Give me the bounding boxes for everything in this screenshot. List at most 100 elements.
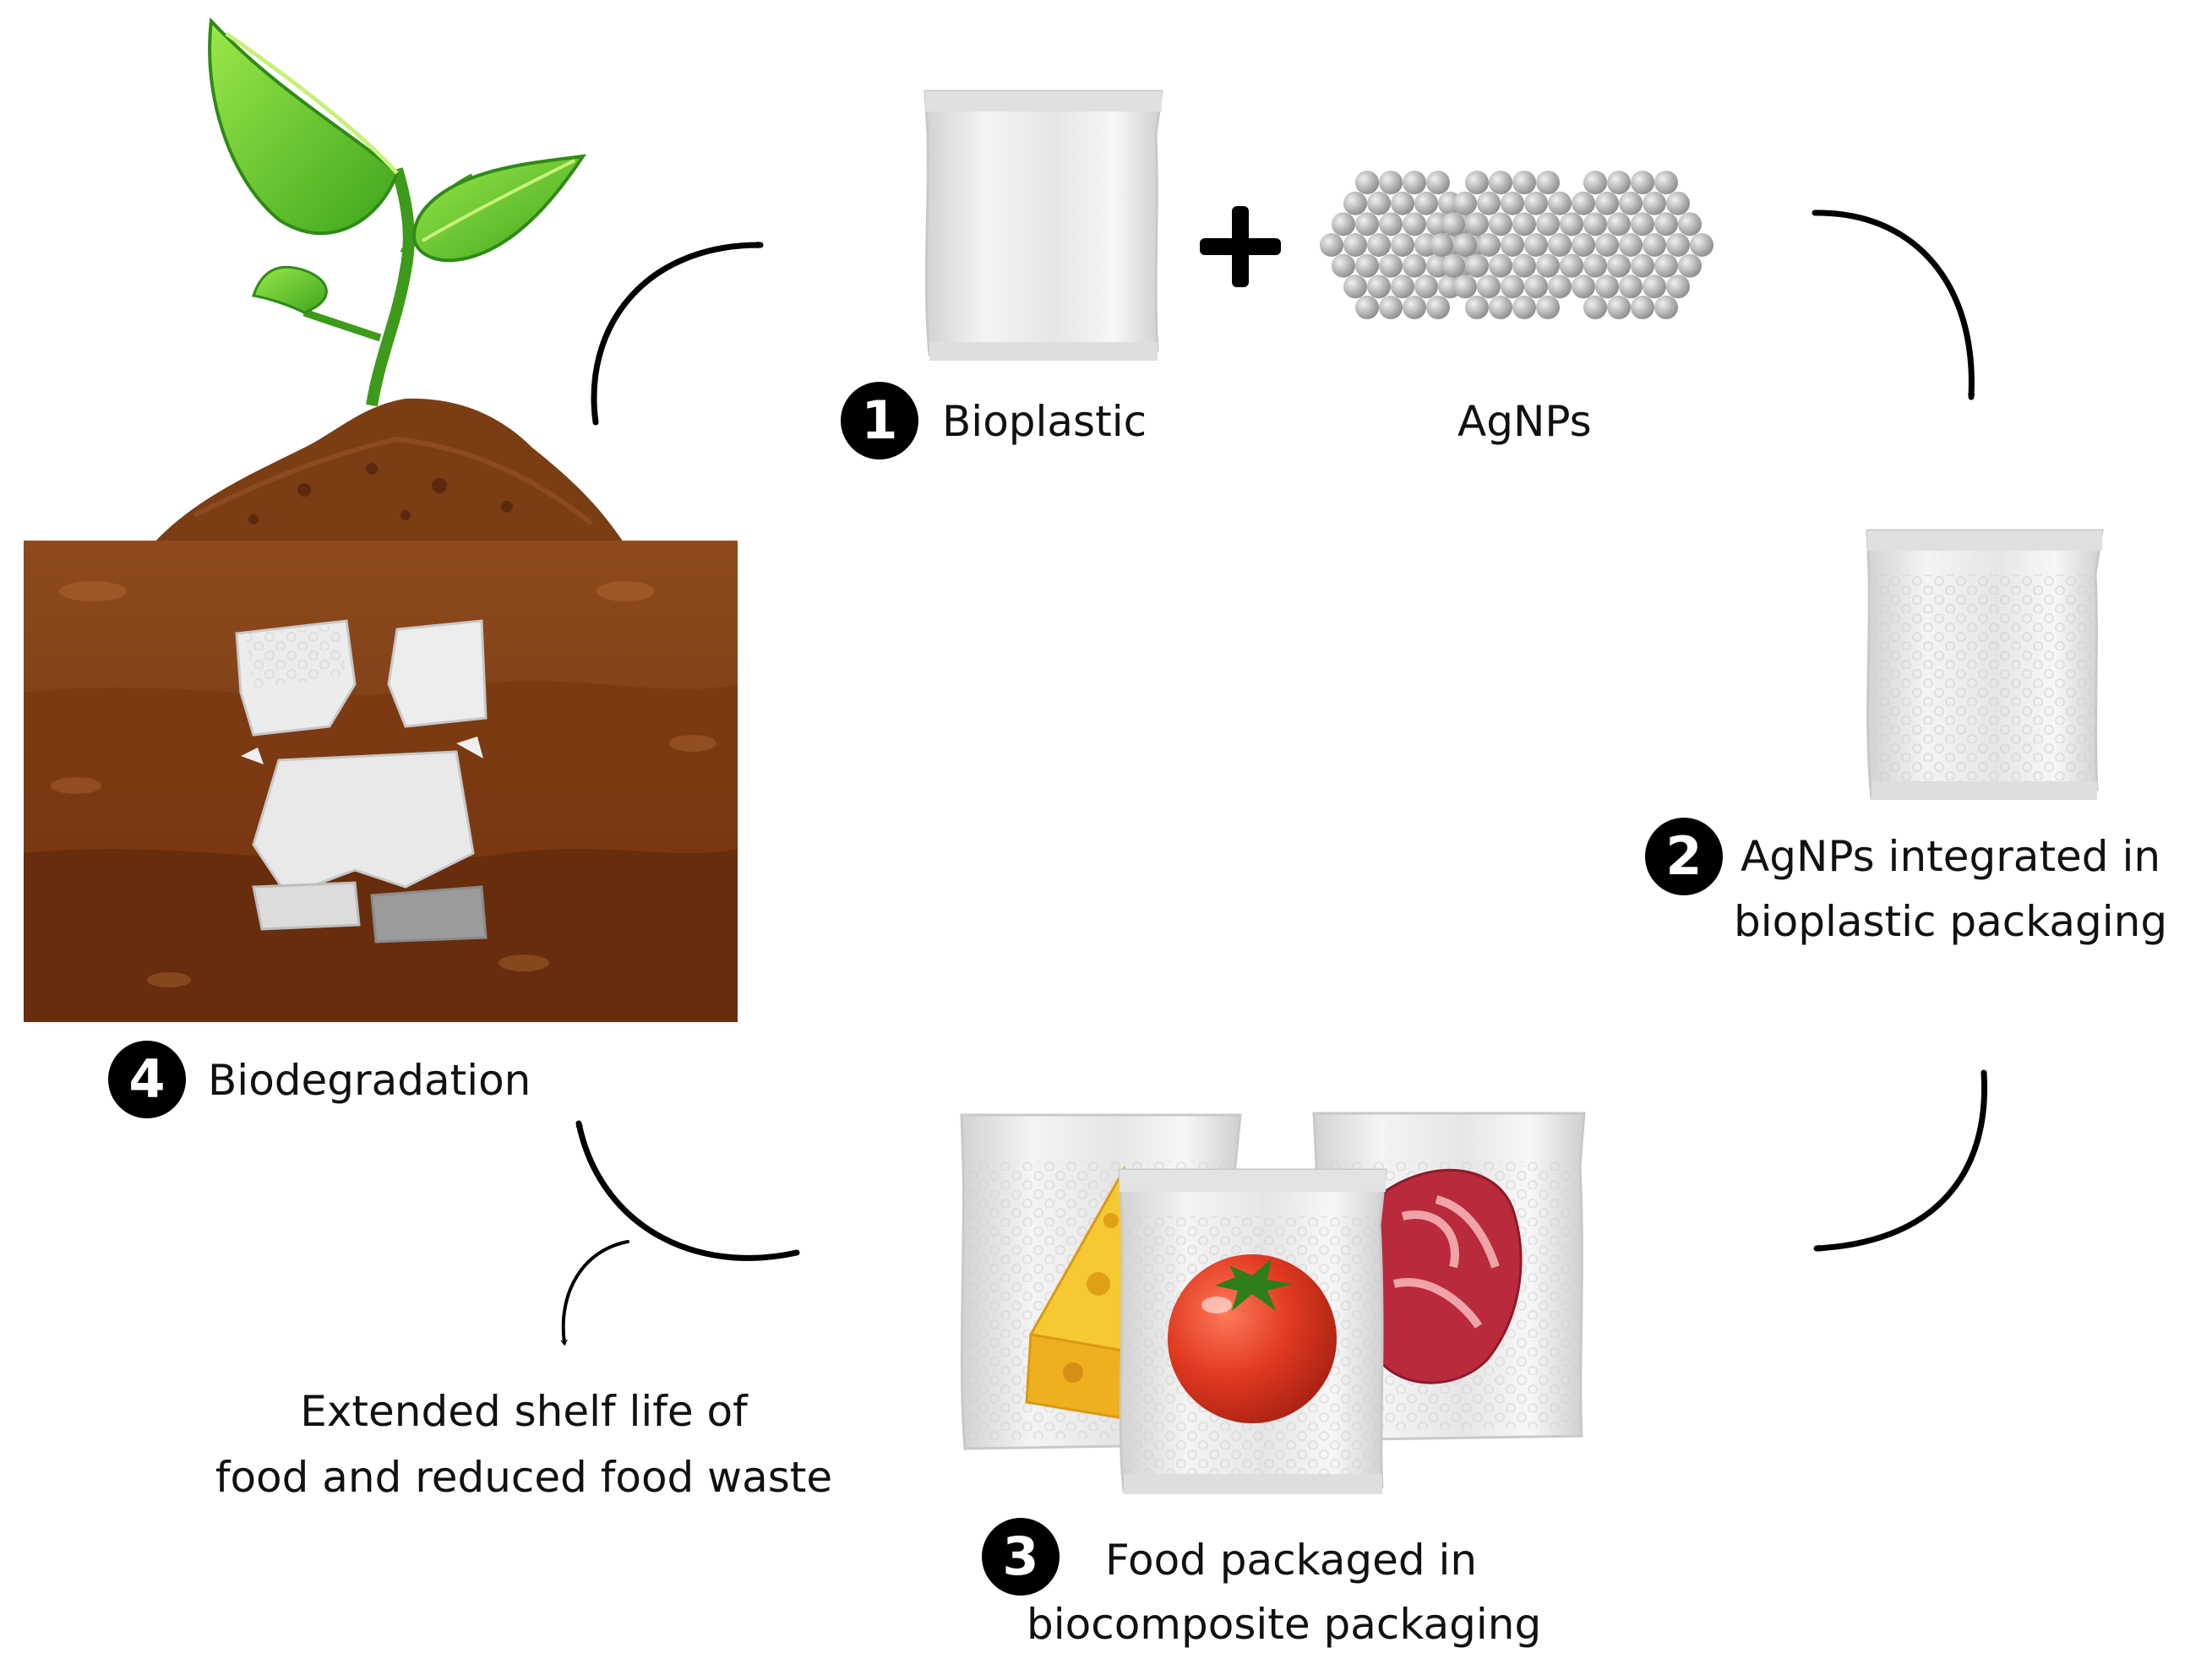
plus-icon	[1200, 206, 1281, 287]
nanoparticle	[1477, 191, 1501, 215]
plant-sprout-icon	[208, 17, 587, 407]
nanoparticle	[1595, 233, 1619, 257]
nanoparticle	[1619, 275, 1643, 299]
nanoparticle	[1607, 253, 1631, 278]
nanoparticle	[1654, 212, 1678, 237]
bioplastic-bag-icon	[923, 90, 1163, 361]
nanoparticle	[1512, 295, 1536, 319]
tomato-bag-icon	[1118, 1168, 1387, 1494]
nanoparticle	[1441, 253, 1465, 278]
nanoparticle	[1643, 275, 1666, 299]
nanoparticle	[1379, 212, 1403, 237]
step-1-badge: 1	[841, 382, 918, 460]
nanoparticle	[1631, 171, 1654, 195]
nanoparticle	[1379, 253, 1403, 278]
nanoparticle	[1643, 191, 1666, 215]
nanoparticle	[1465, 171, 1489, 195]
step-1-label: Bioplastic	[942, 397, 1147, 446]
nanoparticle	[1536, 212, 1560, 237]
soil-pile-icon	[152, 398, 625, 545]
nanoparticle	[1654, 295, 1678, 319]
nanoparticle	[1631, 212, 1654, 237]
nanoparticle	[1343, 191, 1367, 215]
nanoparticle	[1666, 191, 1690, 215]
benefit-line2: food and reduced food waste	[215, 1453, 833, 1502]
nanoparticle	[1536, 253, 1560, 278]
nanoparticle	[1548, 233, 1572, 257]
benefit-line1: Extended shelf life of	[300, 1387, 748, 1436]
step-2-badge: 2	[1645, 818, 1723, 895]
nanoparticle	[1536, 295, 1560, 319]
nanoparticle	[1489, 253, 1512, 278]
nanoparticle	[1465, 253, 1489, 278]
cycle-arrow-icon	[1813, 1069, 1988, 1253]
nanoparticle	[1607, 171, 1631, 195]
nanoparticle	[1441, 212, 1465, 237]
soil-cross-section	[24, 541, 738, 1022]
meat-steak-icon	[1357, 1168, 1523, 1384]
nanoparticle	[1367, 233, 1391, 257]
nanoparticle	[1355, 212, 1379, 237]
nanoparticle	[1607, 295, 1631, 319]
step-2-label-line1: AgNPs integrated in	[1741, 832, 2161, 881]
nanoparticle	[1332, 253, 1355, 278]
nanoparticle	[1572, 275, 1595, 299]
nanoparticle	[1631, 253, 1654, 278]
nanoparticle	[1595, 191, 1619, 215]
nanoparticle	[1512, 171, 1536, 195]
nanoparticle	[1477, 275, 1501, 299]
tomato-icon	[1168, 1254, 1337, 1423]
nanoparticle	[1560, 212, 1583, 237]
nanoparticle	[1678, 212, 1702, 237]
nanoparticle	[1489, 212, 1512, 237]
degraded-bag-fragments	[235, 619, 488, 943]
nanoparticle	[1453, 233, 1477, 257]
nanoparticle	[1414, 191, 1438, 215]
cycle-arrow-icon	[560, 1240, 629, 1346]
cycle-arrow-icon	[591, 241, 764, 426]
nanoparticle	[1524, 233, 1548, 257]
nanoparticle	[1379, 295, 1403, 319]
nanoparticle	[1512, 212, 1536, 237]
nanoparticle	[1343, 233, 1367, 257]
step-3-badge: 3	[982, 1518, 1060, 1596]
nanoparticle	[1355, 295, 1379, 319]
step-4-badge: 4	[108, 1041, 186, 1118]
step-3-label-line1: Food packaged in	[1105, 1536, 1478, 1585]
nanoparticle	[1690, 233, 1713, 257]
nanoparticle	[1501, 191, 1524, 215]
nanoparticle-cluster-icon	[1320, 171, 1713, 319]
agnp-bag-icon	[1866, 529, 2104, 800]
nanoparticle	[1489, 171, 1512, 195]
nanoparticle	[1355, 171, 1379, 195]
nanoparticle	[1391, 191, 1414, 215]
cycle-arrows	[560, 209, 1988, 1346]
nanoparticle	[1583, 295, 1607, 319]
nanoparticle	[1631, 295, 1654, 319]
nanoparticle	[1654, 253, 1678, 278]
nanoparticle	[1524, 191, 1548, 215]
nanoparticle	[1477, 233, 1501, 257]
nanoparticle	[1666, 275, 1690, 299]
nanoparticle	[1343, 275, 1367, 299]
nanoparticle	[1583, 253, 1607, 278]
nanoparticle	[1379, 171, 1403, 195]
nanoparticle	[1583, 171, 1607, 195]
nanoparticle	[1501, 233, 1524, 257]
nanoparticle	[1414, 275, 1438, 299]
cycle-arrow-icon	[575, 1120, 800, 1261]
nanoparticle	[1355, 253, 1379, 278]
nanoparticle	[1453, 191, 1477, 215]
nanoparticle	[1367, 191, 1391, 215]
nanoparticle	[1403, 253, 1426, 278]
nanoparticle	[1607, 212, 1631, 237]
nanoparticle	[1391, 233, 1414, 257]
nanoparticle	[1320, 233, 1343, 257]
nanoparticle	[1426, 295, 1450, 319]
nanoparticle	[1595, 275, 1619, 299]
cheese-icon	[1025, 1165, 1130, 1421]
nanoparticle	[1572, 233, 1595, 257]
nanoparticle	[1403, 212, 1426, 237]
